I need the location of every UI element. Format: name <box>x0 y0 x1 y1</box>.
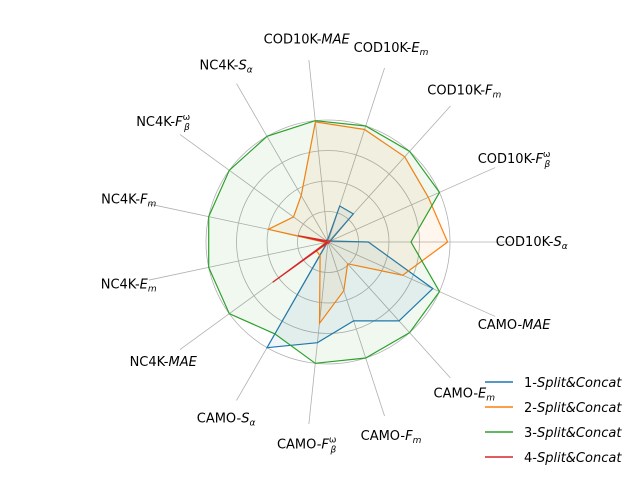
series-fill <box>267 206 433 348</box>
legend-label: 4-Split&Concat <box>524 451 622 466</box>
series-line <box>272 235 332 283</box>
axis-label: CAMO-Fm <box>361 429 422 446</box>
axis-label: NC4K-Em <box>101 277 157 294</box>
series-line <box>265 205 434 349</box>
grid-spoke <box>327 167 496 243</box>
series-line <box>208 120 441 364</box>
legend-label: 3-Split&Concat <box>524 426 622 441</box>
legend-label: 1-Split&Concat <box>524 376 622 391</box>
legend: 1-Split&Concat 2-Split&Concat 3-Split&Conc… <box>485 376 622 466</box>
grid-spoke <box>148 241 329 281</box>
axis-label: NC4K-Sα <box>200 59 253 76</box>
series-fill <box>268 121 448 324</box>
legend-label: 2-Split&Concat <box>524 401 622 416</box>
axis-label: COD10K-MAE <box>264 32 351 47</box>
grid-spoke <box>327 241 496 317</box>
grid-spoke <box>308 241 329 425</box>
axis-label: CAMO-MAE <box>478 318 552 333</box>
axis-label: COD10K-Em <box>354 41 429 58</box>
grid-spoke <box>327 241 451 379</box>
grid-spoke <box>308 59 329 243</box>
grid-spoke <box>236 83 329 243</box>
grid-spoke <box>179 134 329 243</box>
axis-label: CAMO-Em <box>434 386 496 403</box>
radar-series <box>208 120 449 364</box>
series-line <box>266 121 449 326</box>
axis-label: CAMO-Sα <box>197 411 256 428</box>
axis-label: COD10K-Fm <box>427 84 501 101</box>
axis-label: COD10K-Sα <box>496 235 568 252</box>
axis-label: NC4K-Fm <box>101 193 156 210</box>
grid-spoke <box>327 241 385 417</box>
axis-label: NC4K-MAE <box>130 355 198 370</box>
